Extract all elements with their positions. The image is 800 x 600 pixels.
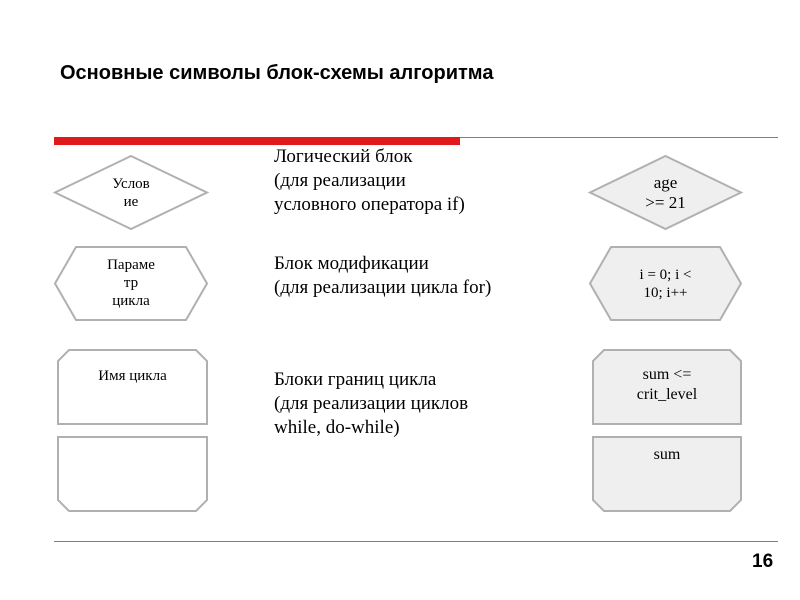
modification-hexagon-shape [53,246,209,321]
loop-bounds-description: Блоки границ цикла (для реализации цикло… [274,368,468,440]
modification-block-description: Блок модификации (для реализации цикла f… [274,252,491,300]
logical-block-description: Логический блок (для реализации условног… [274,145,465,217]
top-divider-line [460,137,778,138]
modification-desc-line1: Блок модификации [274,253,429,274]
loop-bounds-desc-line3: while, do-while) [274,417,400,438]
modification-label-line3: цикла [112,293,150,309]
loop-bounds-desc-line2: (для реализации циклов [274,393,469,414]
loop-start-symbol: Имя цикла [57,349,208,425]
example-decision-line1: age [653,172,678,192]
example-decision-line2: >= 21 [645,192,686,212]
modification-symbol: Параме тр цикла [53,246,209,321]
decision-label-line2: ие [123,193,139,210]
modification-label-line2: тр [123,275,139,291]
slide-title: Основные символы блок-схемы алгоритма [60,62,494,84]
logical-desc-line2: (для реализации [274,170,406,191]
example-loop-start-line2: crit_level [636,386,698,403]
logical-desc-line1: Логический блок [274,146,413,167]
example-loop-end-shape [592,436,742,512]
example-decision-symbol: age >= 21 [587,154,744,231]
decision-diamond-shape [52,154,210,231]
example-modification-line2: 10; i++ [643,284,688,301]
loop-bounds-desc-line1: Блоки границ цикла [274,369,437,390]
example-loop-end-symbol: sum [592,436,742,512]
logical-desc-line3: условного оператора if) [274,194,465,215]
example-loop-start-symbol: sum <= crit_level [592,349,742,425]
example-modification-hexagon-shape [588,246,743,321]
loop-end-shape [57,436,208,512]
decision-symbol: Услов ие [52,154,210,231]
modification-label-line1: Параме [107,257,155,273]
modification-desc-line2: (для реализации цикла for) [274,277,492,298]
example-modification-symbol: i = 0; i < 10; i++ [588,246,743,321]
example-loop-start-line1: sum <= [642,366,692,383]
bottom-divider-line [54,541,778,542]
example-decision-diamond-shape [587,154,744,231]
decision-label-line1: Услов [112,175,150,192]
page-number: 16 [752,551,774,572]
example-loop-start-shape [592,349,742,425]
title-accent-bar [54,137,460,145]
example-loop-end-label: sum [653,446,681,463]
example-modification-line1: i = 0; i < [639,266,692,283]
loop-end-symbol [57,436,208,512]
loop-start-shape [57,349,208,425]
loop-start-label: Имя цикла [98,368,167,384]
